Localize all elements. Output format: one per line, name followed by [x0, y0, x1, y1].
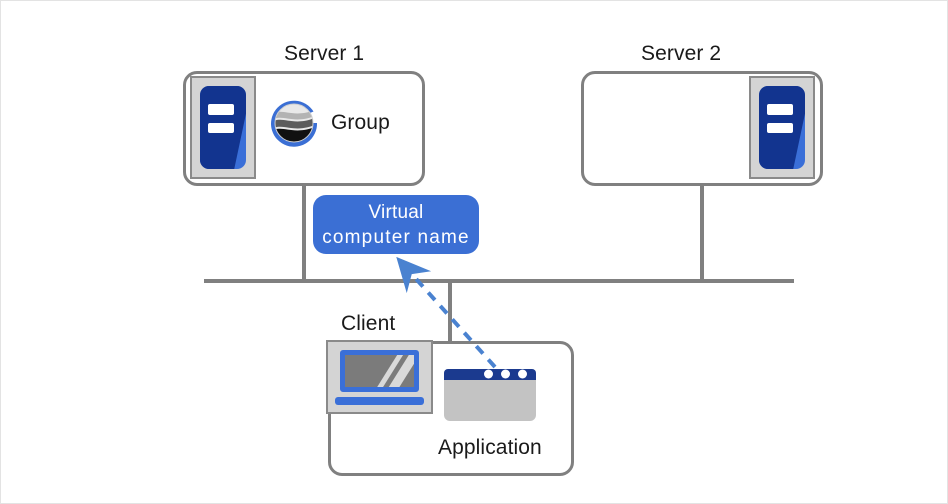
server1-label: Server 1	[284, 42, 365, 65]
network-bus-line	[204, 279, 794, 283]
group-label: Group	[331, 111, 390, 134]
virtual-name-line2: computer name	[322, 226, 470, 248]
window-dot	[484, 369, 493, 379]
server1-connector	[302, 186, 306, 283]
laptop-base	[335, 397, 424, 405]
server-rack-bar-bottom	[766, 122, 794, 134]
application-label: Application	[438, 436, 542, 459]
server-rack-body	[200, 86, 246, 169]
server-rack-icon	[190, 76, 256, 179]
server-rack-icon	[749, 76, 815, 179]
server2-label: Server 2	[641, 42, 722, 65]
virtual-computer-name-badge[interactable]: Virtual computer name	[313, 195, 479, 254]
laptop-screen	[340, 350, 419, 393]
window-dot	[501, 369, 510, 379]
laptop-computer-icon	[326, 340, 433, 414]
group-globe-icon	[267, 95, 323, 151]
application-window-icon	[444, 369, 536, 421]
application-window-titlebar	[444, 369, 536, 380]
server-rack-body	[759, 86, 805, 169]
server-rack-bar-bottom	[207, 122, 235, 134]
client-connector	[448, 279, 452, 343]
server-rack-bar-top	[207, 104, 235, 116]
application-window-body	[444, 379, 536, 421]
window-dot	[518, 369, 527, 379]
server-rack-bar-top	[766, 104, 794, 116]
client-label: Client	[341, 312, 396, 335]
server2-connector	[700, 186, 704, 283]
virtual-name-line1: Virtual	[368, 201, 424, 223]
